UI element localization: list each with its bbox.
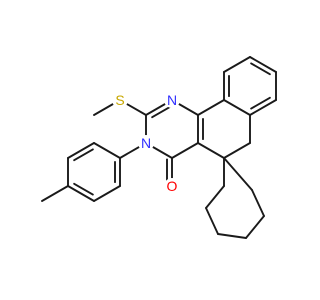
- bond-c7-c6a-double: [250, 96, 271, 110]
- bond-y5-y6: [251, 189, 265, 217]
- bond-c5-c6: [223, 142, 251, 159]
- atom-s-label: S: [115, 92, 124, 108]
- bond-t2-t3: [93, 185, 121, 202]
- structure-canvas: N N S O: [41, 56, 277, 239]
- molecule-structure: N N S O: [41, 56, 277, 239]
- atom-n3-label: N: [141, 135, 151, 151]
- atom-label-layer: N N S O: [112, 92, 180, 194]
- bond-c9-c8: [249, 56, 277, 73]
- bond-y1-y2: [205, 185, 225, 209]
- bond-tolyl-methyl: [41, 185, 69, 202]
- bond-t5-t6: [67, 142, 95, 159]
- bond-y2-y3: [205, 207, 219, 235]
- bond-c10-c9: [223, 56, 251, 73]
- bond-y4-y5: [245, 215, 265, 239]
- bond-c4-c4a: [171, 142, 199, 159]
- bond-t3-t4: [67, 185, 95, 202]
- atom-s: S: [112, 92, 128, 108]
- atom-n1-label: N: [167, 92, 177, 108]
- bond-c9-c8-double: [250, 62, 271, 76]
- bond-t6-t1: [93, 142, 121, 159]
- atom-n3: N: [138, 135, 154, 151]
- bond-c4a-c5: [197, 142, 225, 159]
- bond-y6-c5: [223, 157, 253, 191]
- atom-n1: N: [164, 92, 180, 108]
- bond-t5-t6-double: [73, 148, 94, 162]
- bond-c10b-c10a: [197, 99, 225, 116]
- bond-layer: [41, 56, 277, 239]
- bond-y3-y4: [217, 233, 247, 239]
- bond-n1-c2-double: [151, 105, 172, 119]
- atom-o-label: O: [167, 178, 178, 194]
- bond-t3-t4-double: [73, 182, 94, 196]
- bond-c6a-c10a: [223, 99, 251, 116]
- atom-o: O: [164, 178, 180, 194]
- bond-c7-c6a: [249, 99, 277, 116]
